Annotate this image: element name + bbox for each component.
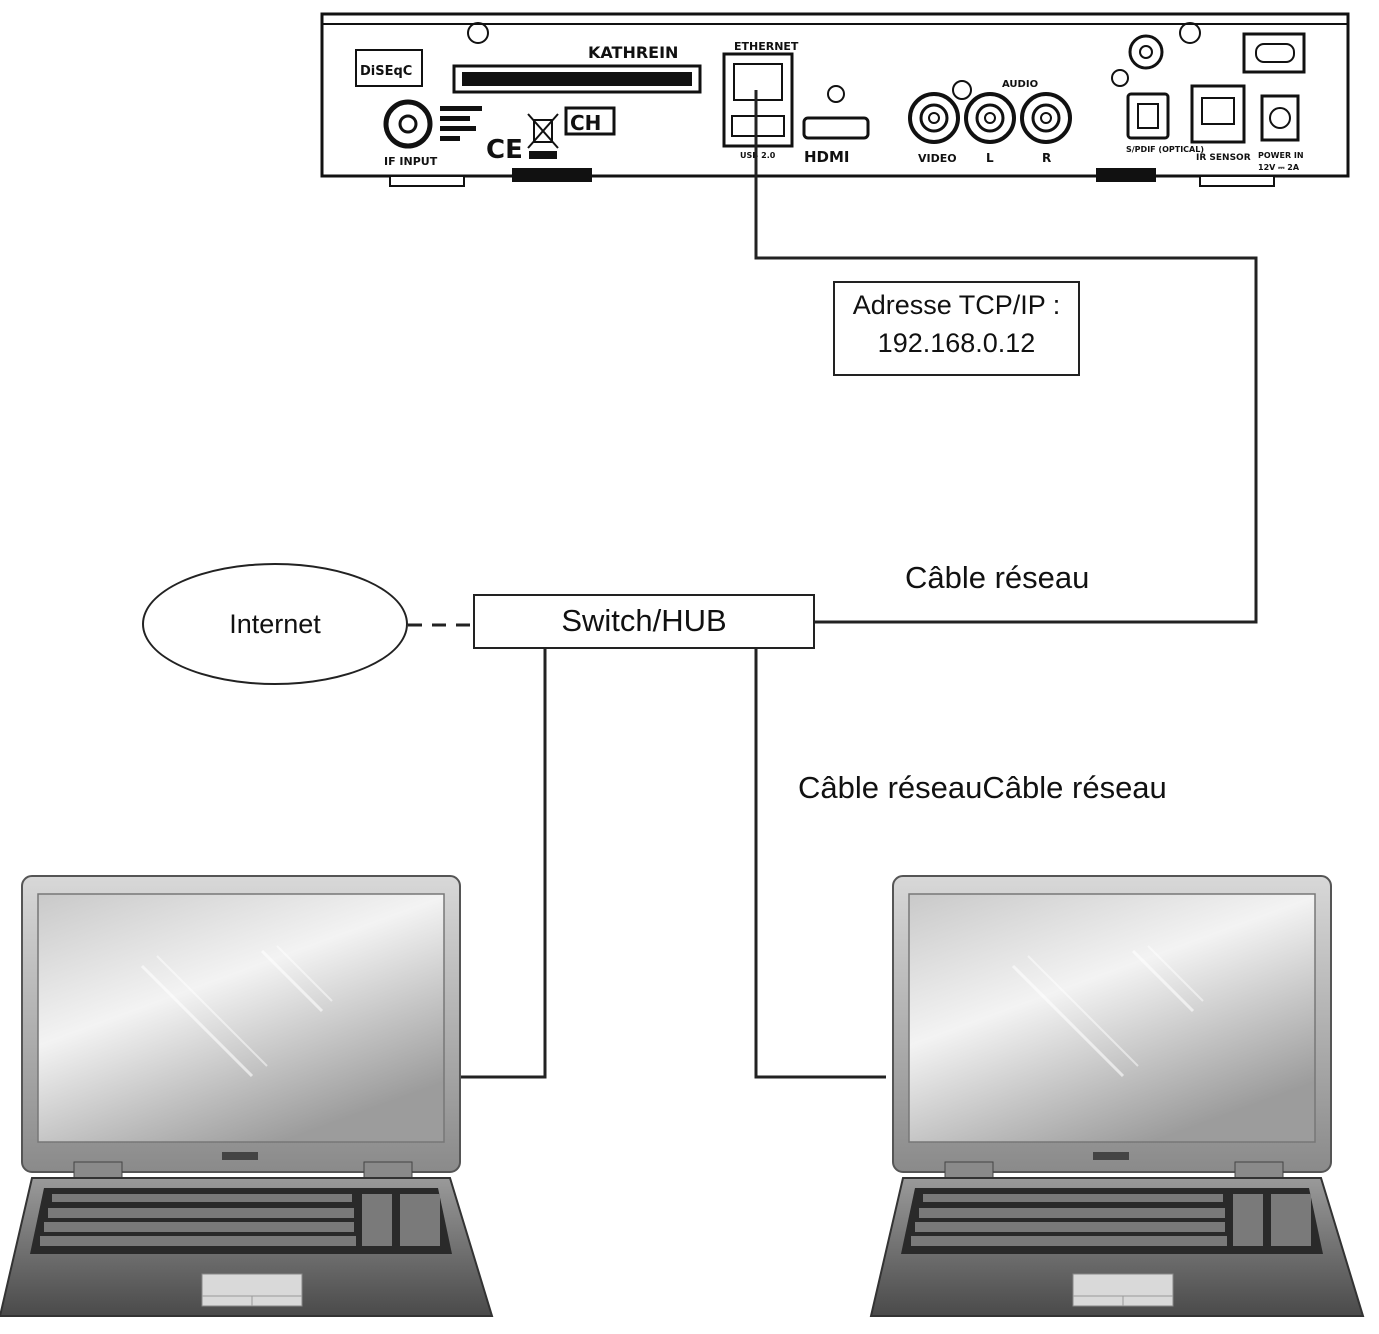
laptop-left bbox=[0, 874, 494, 1318]
power-rating-label: 12V ⎓ 2A bbox=[1258, 163, 1300, 172]
receiver-device: DiSEqC IF INPUT KATHREIN CE CH ETHERNET … bbox=[320, 12, 1350, 187]
network-cables bbox=[408, 90, 1258, 1079]
ip-value: 192.168.0.12 bbox=[877, 328, 1036, 358]
ethernet-label: ETHERNET bbox=[734, 40, 799, 53]
cable-label-bottom: Câble réseauCâble réseau bbox=[798, 770, 1167, 805]
ip-address-box: Adresse TCP/IP : 192.168.0.12 bbox=[833, 281, 1080, 376]
right-audio-label: R bbox=[1042, 151, 1051, 165]
switch-hub: Switch/HUB bbox=[473, 594, 815, 649]
hdmi-label: HDMI bbox=[804, 148, 850, 166]
cable-switch-laptop-left bbox=[458, 649, 547, 1079]
power-in-label: POWER IN bbox=[1258, 151, 1304, 160]
switch-label: Switch/HUB bbox=[561, 603, 727, 638]
video-label: VIDEO bbox=[918, 152, 957, 165]
rf-input-label: IF INPUT bbox=[384, 155, 438, 168]
weee-icon bbox=[527, 113, 559, 159]
laptop-right bbox=[869, 874, 1365, 1318]
usb-label: USB 2.0 bbox=[740, 151, 776, 160]
ir-sensor-label: IR SENSOR bbox=[1196, 153, 1251, 163]
ip-label: Adresse TCP/IP : bbox=[852, 290, 1061, 320]
audio-label: AUDIO bbox=[1002, 79, 1038, 90]
internet-cloud: Internet bbox=[142, 563, 408, 685]
cable-switch-laptop-right bbox=[754, 649, 886, 1079]
left-audio-label: L bbox=[986, 151, 994, 165]
cable-label-top: Câble réseau bbox=[905, 560, 1090, 595]
cable-receiver-switch bbox=[754, 90, 1258, 624]
brand-label: KATHREIN bbox=[588, 43, 678, 62]
spdif-label: S/PDIF (OPTICAL) bbox=[1126, 145, 1204, 154]
ce-mark: CE bbox=[486, 135, 523, 165]
diseqc-logo: DiSEqC bbox=[360, 64, 412, 79]
ch-mark: CH bbox=[570, 111, 601, 135]
internet-label: Internet bbox=[229, 609, 321, 639]
